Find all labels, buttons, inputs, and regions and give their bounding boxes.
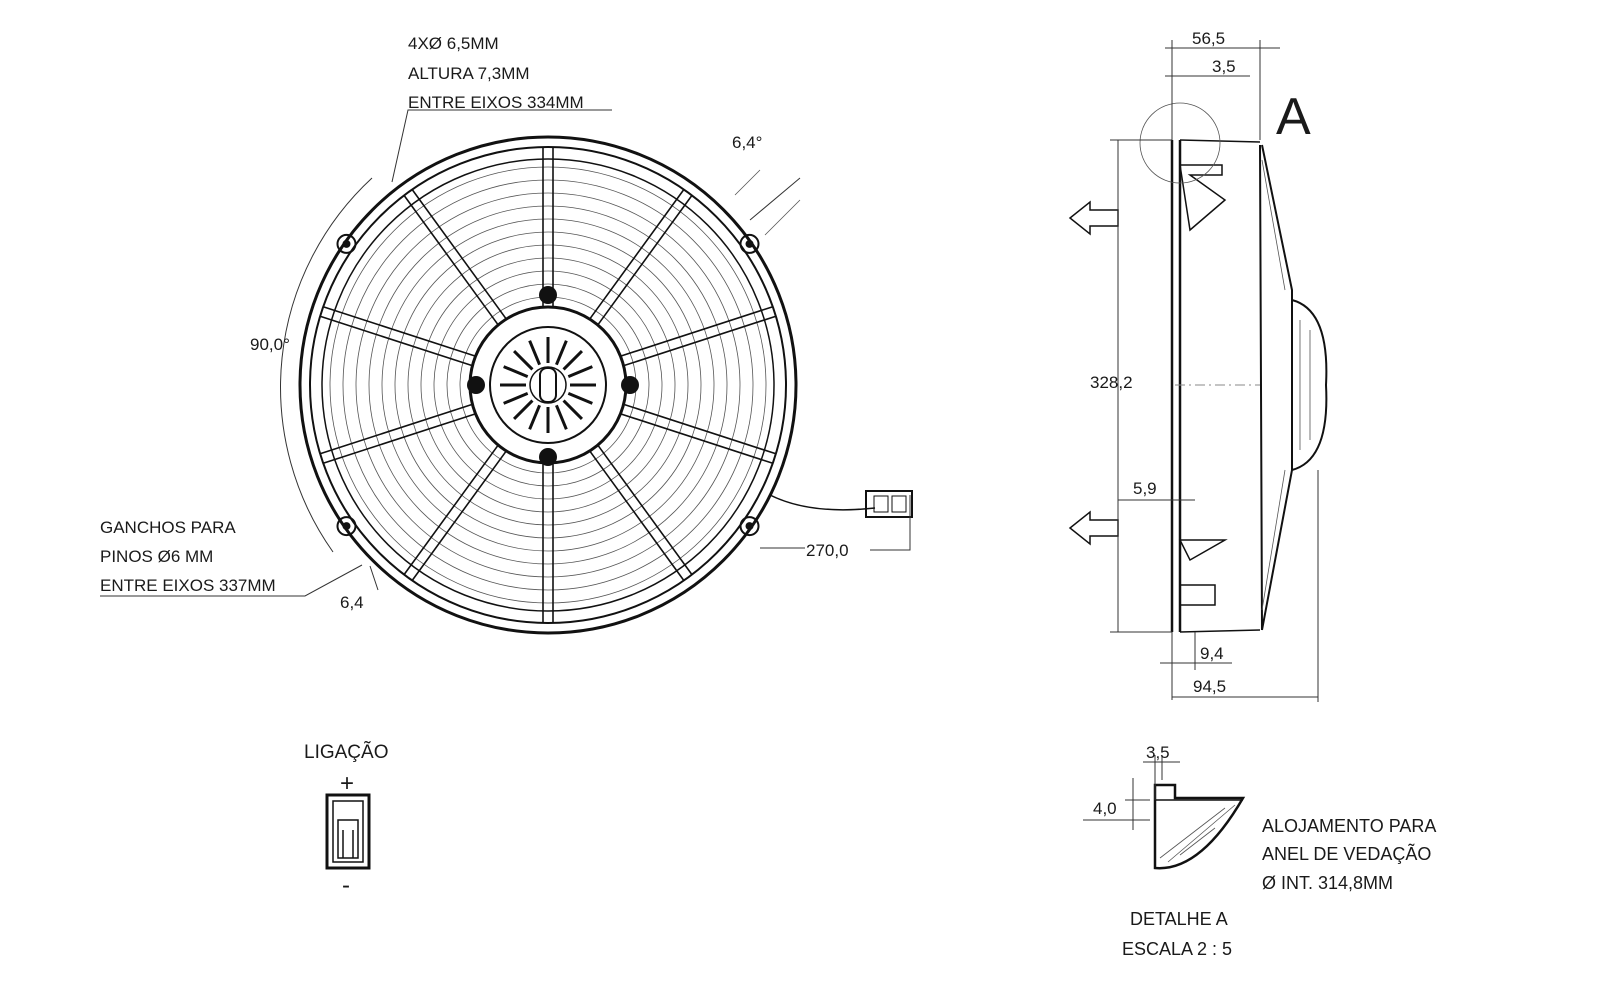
leader-holes	[391, 109, 612, 183]
dim-label-94-5: 94,5	[1193, 677, 1226, 696]
svg-text:ANEL DE VEDAÇÃO: ANEL DE VEDAÇÃO	[1262, 843, 1431, 864]
fan-side-view	[1068, 40, 1328, 702]
fan-front-view	[100, 109, 913, 635]
dim-label-3-5: 3,5	[1212, 57, 1236, 76]
detail-scale: ESCALA 2 : 5	[1122, 939, 1232, 959]
connection-diagram: LIGAÇÃO + -	[304, 741, 388, 899]
angle-arc-90	[280, 177, 373, 553]
svg-text:4XØ 6,5MM: 4XØ 6,5MM	[408, 34, 499, 53]
hook-note: GANCHOS PARA PINOS Ø6 MM ENTRE EIXOS 337…	[100, 518, 276, 595]
detail-dim-line-3-5	[1143, 755, 1180, 800]
motor-hub	[467, 286, 639, 466]
fan-shroud	[298, 135, 798, 635]
svg-text:ALTURA 7,3MM: ALTURA 7,3MM	[408, 64, 530, 83]
svg-text:ENTRE EIXOS 334MM: ENTRE EIXOS 334MM	[408, 93, 584, 112]
airflow-arrow-bottom	[1068, 510, 1119, 546]
angle-arc-6-4	[749, 177, 801, 221]
detail-a-label: A	[1276, 88, 1311, 146]
negative-terminal-label: -	[342, 872, 350, 899]
svg-text:ALOJAMENTO PARA: ALOJAMENTO PARA	[1262, 816, 1436, 836]
fan-spokes	[319, 147, 777, 623]
connection-title: LIGAÇÃO	[304, 741, 388, 763]
dim-line-94-5	[1172, 470, 1319, 702]
dim-label-6-4: 6,4	[340, 593, 364, 612]
angle-label-90: 90,0°	[250, 335, 290, 354]
angle-label-6-4: 6,4°	[732, 133, 762, 152]
cable-length-label: 270,0	[806, 541, 849, 560]
dim-line-328-2	[1110, 139, 1172, 633]
detail-dim-label-3-5: 3,5	[1146, 743, 1170, 762]
detail-a-view	[1083, 755, 1246, 870]
detail-dim-label-4-0: 4,0	[1093, 799, 1117, 818]
fan-grille-rings	[329, 166, 767, 604]
dim-label-328-2: 328,2	[1090, 373, 1133, 392]
mounting-tabs	[336, 233, 760, 537]
seal-note: ALOJAMENTO PARA ANEL DE VEDAÇÃO Ø INT. 3…	[1262, 816, 1436, 893]
dim-label-9-4: 9,4	[1200, 644, 1224, 663]
dim-line-9-4	[1160, 632, 1232, 700]
detail-title: DETALHE A	[1130, 909, 1228, 929]
svg-text:GANCHOS PARA: GANCHOS PARA	[100, 518, 236, 537]
dim-label-56-5: 56,5	[1192, 29, 1225, 48]
connector-icon	[325, 793, 371, 870]
leader-hooks	[100, 564, 363, 597]
svg-text:Ø INT. 314,8MM: Ø INT. 314,8MM	[1262, 873, 1393, 893]
cable-connector	[769, 490, 913, 518]
dim-line-56-5	[1165, 40, 1280, 140]
detail-a-marker	[1139, 102, 1221, 184]
positive-terminal-label: +	[340, 770, 354, 797]
svg-text:ENTRE EIXOS 337MM: ENTRE EIXOS 337MM	[100, 576, 276, 595]
detail-dim-line-4-0	[1083, 778, 1150, 830]
dim-label-5-9: 5,9	[1133, 479, 1157, 498]
leader-cable	[760, 495, 911, 551]
hole-note: 4XØ 6,5MM ALTURA 7,3MM ENTRE EIXOS 334MM	[408, 34, 584, 112]
svg-text:PINOS Ø6 MM: PINOS Ø6 MM	[100, 547, 213, 566]
airflow-arrow-top	[1068, 200, 1119, 236]
